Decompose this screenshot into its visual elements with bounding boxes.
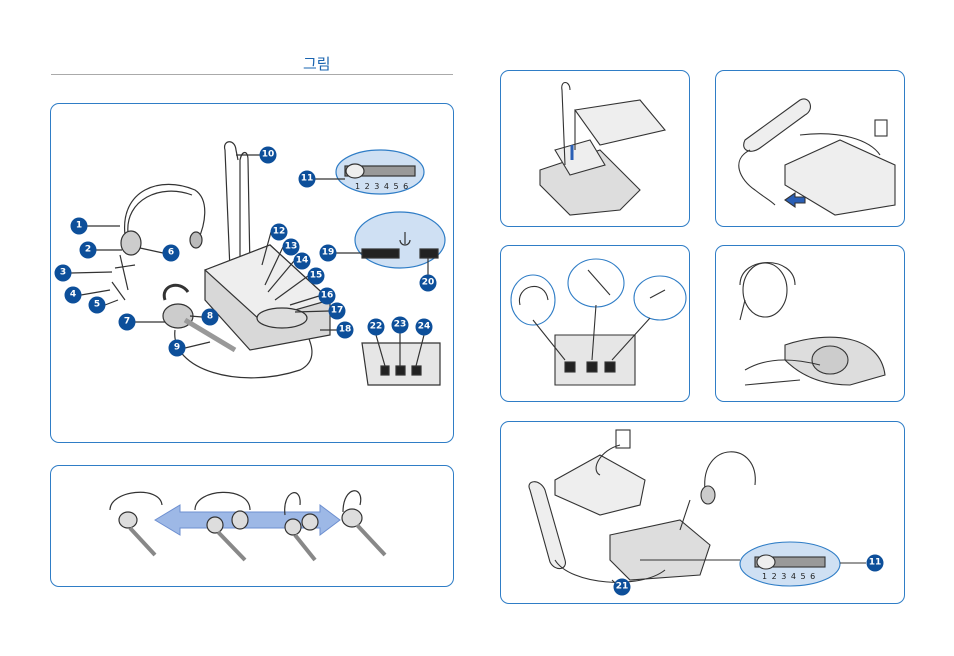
panel-wearing-adjust <box>715 245 905 402</box>
volume-scale-label: 1 2 3 4 5 6 <box>355 182 410 191</box>
callout-10: 10 <box>259 146 277 164</box>
callout-17: 17 <box>328 302 346 320</box>
callout-16: 16 <box>318 287 336 305</box>
callout-3: 3 <box>54 264 72 282</box>
title-divider <box>51 74 453 75</box>
callout-2: 2 <box>79 241 97 259</box>
callout-11: 11 <box>298 170 316 188</box>
callout-9: 9 <box>168 339 186 357</box>
callout-5: 5 <box>88 296 106 314</box>
callout-18: 18 <box>336 321 354 339</box>
callout-7: 7 <box>118 313 136 331</box>
callout-23: 23 <box>391 316 409 334</box>
callout-13: 13 <box>282 238 300 256</box>
panel-system-overview <box>50 103 454 443</box>
panel-rear-connections <box>500 245 690 402</box>
callout-24: 24 <box>415 318 433 336</box>
callout-1: 1 <box>70 217 88 235</box>
panel-telephone-handset <box>715 70 905 227</box>
callout-14: 14 <box>293 252 311 270</box>
callout-6: 6 <box>162 244 180 262</box>
callout-4: 4 <box>64 286 82 304</box>
volume-scale-label-setup: 1 2 3 4 5 6 <box>762 572 817 581</box>
callout-21: 21 <box>613 578 631 596</box>
callout-20: 20 <box>419 274 437 292</box>
callout-15: 15 <box>307 267 325 285</box>
panel-base-assembly <box>500 70 690 227</box>
callout-22: 22 <box>367 318 385 336</box>
callout-11-setup: 11 <box>866 554 884 572</box>
page-title: 그림 <box>303 55 331 73</box>
callout-12: 12 <box>270 223 288 241</box>
callout-8: 8 <box>201 308 219 326</box>
callout-19: 19 <box>319 244 337 262</box>
panel-wearing-styles <box>50 465 454 587</box>
panel-full-setup <box>500 421 905 604</box>
